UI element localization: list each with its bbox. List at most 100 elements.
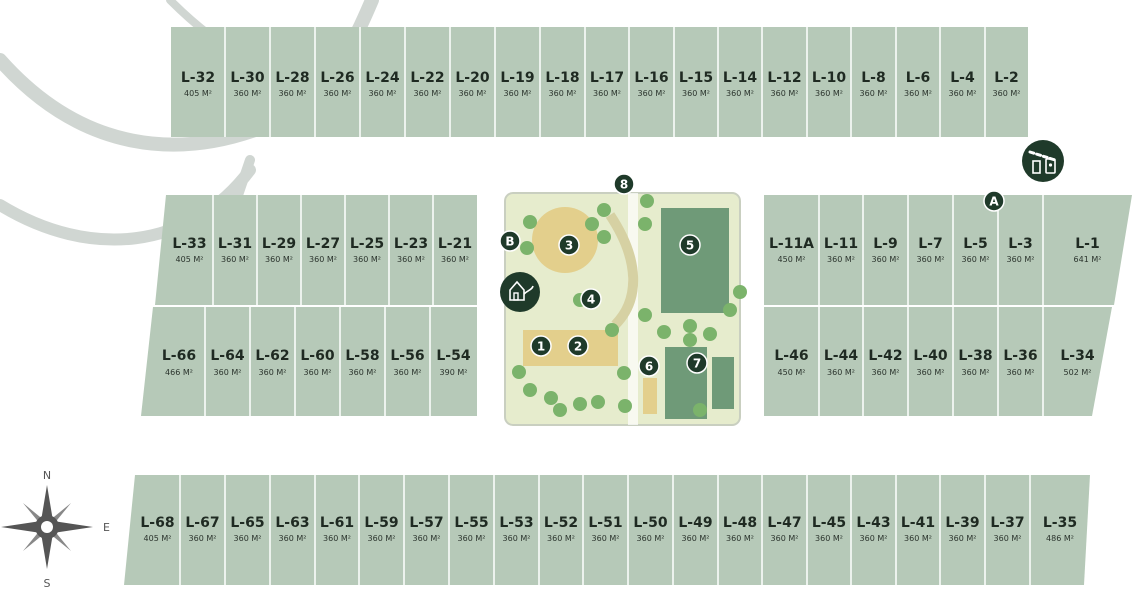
lot-area: 405 M² [144,534,172,543]
amenity-marker-3[interactable]: 3 [558,234,580,256]
lot-label: L-41 [901,515,935,531]
lot-label: L-59 [364,515,398,531]
marker-label: A [989,195,999,209]
lot-label: L-40 [913,348,947,364]
lot-label: L-35 [1043,515,1077,531]
lot-area: 360 M² [304,368,332,377]
amenity-marker-a[interactable]: A [983,190,1005,212]
amenity-marker-4[interactable]: 4 [580,288,602,310]
lot-label: L-29 [262,236,296,252]
lot-area: 360 M² [189,534,217,543]
amenity-marker-5[interactable]: 5 [679,234,701,256]
lot-area: 360 M² [324,89,352,98]
lot-area: 360 M² [458,534,486,543]
lot-area: 360 M² [279,534,307,543]
lot-row-block [155,195,477,305]
lot-area: 360 M² [394,368,422,377]
lot-label: L-48 [723,515,757,531]
amenity-marker-b[interactable]: B [499,230,521,252]
lot-row-block [124,475,1090,585]
lot-label: L-50 [633,515,667,531]
tree-icon [512,365,526,379]
amenity-marker-1[interactable]: 1 [530,335,552,357]
amenity-marker-8[interactable]: 8 [613,173,635,195]
lot-label: L-23 [394,236,428,252]
amenity-marker-7[interactable]: 7 [686,352,708,374]
lot-label: L-34 [1060,348,1094,364]
amenity-marker-2[interactable]: 2 [567,335,589,357]
lot-area: 360 M² [547,534,575,543]
amenity-marker-6[interactable]: 6 [638,355,660,377]
